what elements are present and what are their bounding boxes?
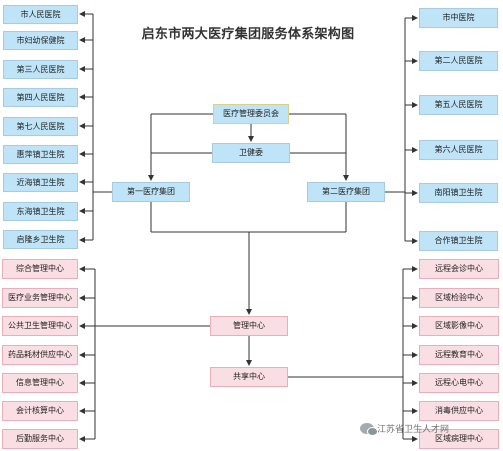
- shared-item-box: 远程教育中心: [419, 345, 499, 365]
- health-bureau-box: 卫健委: [212, 143, 290, 163]
- right-member-box: 第五人民医院: [419, 95, 498, 115]
- shared-item-label: 区域影像中心: [435, 321, 483, 330]
- management-center-label: 管理中心: [233, 321, 265, 330]
- management-item-label: 后勤服务中心: [16, 434, 64, 443]
- committee-box: 医疗管理委员会: [213, 104, 289, 124]
- right-member-box: 南阳镇卫生院: [419, 183, 498, 203]
- group2-box: 第二医疗集团: [307, 182, 385, 202]
- management-item-box: 综合管理中心: [2, 259, 78, 279]
- left-member-label: 市妇幼保健院: [16, 35, 65, 45]
- left-member-box: 第七人民医院: [3, 117, 78, 136]
- management-item-box: 会计核算中心: [2, 401, 78, 421]
- left-member-label: 启隆乡卫生院: [16, 234, 65, 244]
- management-item-label: 公共卫生管理中心: [8, 321, 72, 330]
- management-item-label: 会计核算中心: [16, 406, 64, 415]
- shared-item-label: 区域病理中心: [435, 434, 483, 443]
- shared-item-label: 远程会诊中心: [435, 264, 483, 273]
- management-item-label: 药品耗材供应中心: [8, 350, 72, 359]
- shared-item-box: 远程心电中心: [419, 373, 499, 393]
- committee-label: 医疗管理委员会: [223, 109, 279, 118]
- left-member-box: 东海镇卫生院: [3, 202, 78, 221]
- left-member-label: 第三人民医院: [16, 64, 65, 74]
- shared-item-label: 远程教育中心: [435, 350, 483, 359]
- shared-item-box: 远程会诊中心: [419, 259, 499, 279]
- left-member-label: 市人民医院: [20, 9, 61, 19]
- left-member-box: 市人民医院: [3, 5, 78, 24]
- left-member-label: 近海镇卫生院: [16, 177, 65, 187]
- group1-box: 第一医疗集团: [112, 182, 190, 202]
- management-item-box: 信息管理中心: [2, 373, 78, 393]
- right-member-label: 第六人民医院: [434, 145, 483, 154]
- left-member-label: 惠萍镇卫生院: [16, 149, 65, 159]
- right-member-label: 南阳镇卫生院: [434, 188, 483, 197]
- right-member-label: 合作镇卫生院: [434, 236, 483, 245]
- group1-label: 第一医疗集团: [127, 187, 175, 196]
- right-member-box: 合作镇卫生院: [419, 231, 498, 251]
- shared-item-label: 远程心电中心: [435, 378, 483, 387]
- shared-item-label: 消毒供应中心: [435, 406, 483, 415]
- chart-title: 启东市两大医疗集团服务体系架构图: [141, 27, 355, 42]
- left-member-box: 第四人民医院: [3, 88, 78, 107]
- shared-item-box: 区域检验中心: [419, 288, 499, 308]
- right-member-box: 第六人民医院: [419, 140, 498, 160]
- management-item-box: 药品耗材供应中心: [2, 345, 78, 365]
- right-member-box: 第二人民医院: [419, 51, 498, 71]
- left-member-label: 第四人民医院: [16, 92, 65, 102]
- left-member-box: 惠萍镇卫生院: [3, 145, 78, 164]
- shared-item-label: 区域检验中心: [435, 293, 483, 302]
- management-item-label: 医疗业务管理中心: [8, 293, 72, 302]
- management-item-label: 信息管理中心: [16, 378, 64, 387]
- management-item-box: 后勤服务中心: [2, 429, 78, 449]
- right-member-box: 市中医院: [419, 8, 498, 28]
- watermark-label: 江苏省卫生人才网: [377, 424, 450, 435]
- shared-item-box: 区域影像中心: [419, 316, 499, 336]
- left-member-box: 市妇幼保健院: [3, 31, 78, 50]
- group2-label: 第二医疗集团: [322, 187, 370, 196]
- management-item-label: 综合管理中心: [16, 264, 64, 273]
- management-item-box: 公共卫生管理中心: [2, 316, 78, 336]
- shared-center-box: 共享中心: [210, 367, 288, 387]
- shared-item-box: 消毒供应中心: [419, 401, 499, 421]
- management-center-box: 管理中心: [210, 316, 288, 336]
- left-member-box: 启隆乡卫生院: [3, 230, 78, 249]
- shared-item-box: 区域病理中心: [419, 429, 499, 449]
- wechat-icon: [360, 422, 378, 436]
- right-member-label: 第五人民医院: [434, 100, 483, 109]
- right-member-label: 市中医院: [442, 13, 475, 22]
- management-item-box: 医疗业务管理中心: [2, 288, 78, 308]
- left-member-box: 近海镇卫生院: [3, 173, 78, 192]
- right-member-label: 第二人民医院: [434, 56, 483, 65]
- watermark: 江苏省卫生人才网: [360, 420, 449, 436]
- left-member-label: 第七人民医院: [16, 121, 65, 131]
- left-member-label: 东海镇卫生院: [16, 206, 65, 216]
- health-bureau-label: 卫健委: [239, 148, 263, 157]
- shared-center-label: 共享中心: [233, 372, 265, 381]
- left-member-box: 第三人民医院: [3, 60, 78, 79]
